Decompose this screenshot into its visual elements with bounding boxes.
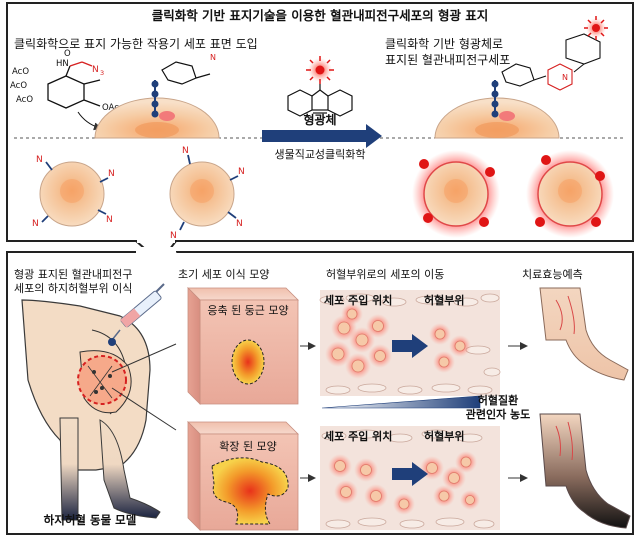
cell-surface-right: [434, 97, 560, 139]
azide-label-6: N: [238, 167, 245, 177]
azide-label-8: N: [170, 231, 177, 241]
shape-expanded-label: 확장 된 모양: [219, 440, 277, 453]
top-right-caption-line1: 클릭화학 기반 형광체로: [385, 37, 503, 51]
tissue-block-expanded: [187, 421, 299, 531]
top-left-caption: 클릭화학으로 표지 가능한 작용기 세포 표면 도입: [14, 37, 258, 51]
fluorophore-reagent: [306, 56, 334, 90]
gradient-label-line2: 관련인자 농도: [466, 407, 531, 421]
azide-cell-1: [39, 161, 109, 227]
callout-mask: [137, 238, 175, 243]
sugar-azide-sub: 3: [100, 69, 104, 77]
cell-fluorescence-stars: [419, 155, 605, 227]
triazole-label: N: [562, 73, 568, 82]
azide-label-2: N: [108, 169, 115, 179]
sugar-label-o: O: [64, 49, 71, 59]
azido-sugar-structure: [47, 61, 101, 109]
injection-site-label-top: 세포 주입 위치: [324, 293, 392, 307]
outcome-limb-healthy: [539, 287, 629, 381]
top-panel-title: 클릭화학 기반 표지기술을 이용한 혈관내피전구세포의 형광 표지: [152, 8, 489, 23]
labeled-cell-1: [412, 150, 500, 238]
migration-panel-bottom: [320, 426, 500, 530]
azide-label-5: N: [182, 146, 189, 156]
injection-site-label-bottom: 세포 주입 위치: [324, 429, 392, 443]
ischemic-site-label-top: 허혈부위: [424, 293, 464, 307]
dbco-structure: [287, 89, 353, 117]
shape-compact-label: 응축 된 둥근 모양: [207, 304, 288, 317]
sugar-label-oac: OAc: [102, 103, 119, 113]
sugar-azide-label: N: [92, 65, 99, 75]
tissue-block-compact: [187, 287, 299, 405]
azide-label-4: N: [32, 219, 39, 229]
bottom-left-caption-line2: 세포의 하지허혈부위 이식: [14, 281, 132, 295]
reaction-arrow-label: 형광체: [303, 112, 336, 127]
leg-to-block-arrow-top: [111, 343, 177, 373]
sugar-label-aco-1: AcO: [12, 67, 29, 77]
sugar-label-aco-2: AcO: [10, 81, 27, 91]
labeled-cell-2: [526, 150, 614, 238]
reaction-arrow-shaft: [262, 130, 368, 142]
bottom-left-caption-line1: 형광 표지된 혈관내피전구: [14, 267, 132, 281]
top-right-caption-line2: 표지된 혈관내피전구세포: [385, 53, 510, 67]
reaction-arrow-head: [366, 124, 382, 148]
animal-model-label: 하지허혈 동물 모델: [44, 513, 137, 527]
col2-header: 허혈부위로의 세포의 이동: [326, 267, 444, 281]
ischemic-site-label-bottom: 허혈부위: [424, 429, 464, 443]
syringe-icon: [108, 283, 165, 346]
fluorophore-attached: [584, 16, 608, 40]
cell-nucleus-right: [475, 122, 519, 138]
gradient-label-line1: 허혈질환: [478, 393, 518, 407]
col1-header: 초기 세포 이식 모양: [178, 268, 269, 281]
sugar-label-aco-3: AcO: [16, 95, 33, 105]
callout-join-mask: [136, 247, 176, 255]
outcome-limb-necrotic: [539, 413, 631, 529]
cell-nucleus-left: [135, 122, 179, 138]
factor-gradient-bar: [321, 395, 481, 409]
azide-label-7: N: [236, 219, 243, 229]
azide-label-1: N: [36, 155, 43, 165]
col3-header: 치료효능예측: [522, 268, 583, 281]
callout-join-line: [137, 250, 177, 264]
leg-to-block-arrow-bottom: [111, 387, 177, 431]
sialic-acid-left: [161, 61, 211, 85]
sugar-label-hn: HN: [56, 59, 69, 69]
ischemic-leg-model: [21, 299, 161, 521]
left-cell-azide-label: N: [210, 53, 216, 62]
cell-surface-left: [94, 97, 220, 139]
glycan-chain-right: [491, 80, 515, 121]
glycan-chain-left: [151, 80, 175, 121]
azide-cell-2: [169, 154, 239, 231]
azide-label-3: N: [106, 215, 113, 225]
reaction-arrow-sublabel: 생물직교성클릭화학: [274, 148, 365, 161]
migration-panel-top: [319, 290, 501, 396]
labeled-sialic-acid-right: [501, 33, 601, 91]
